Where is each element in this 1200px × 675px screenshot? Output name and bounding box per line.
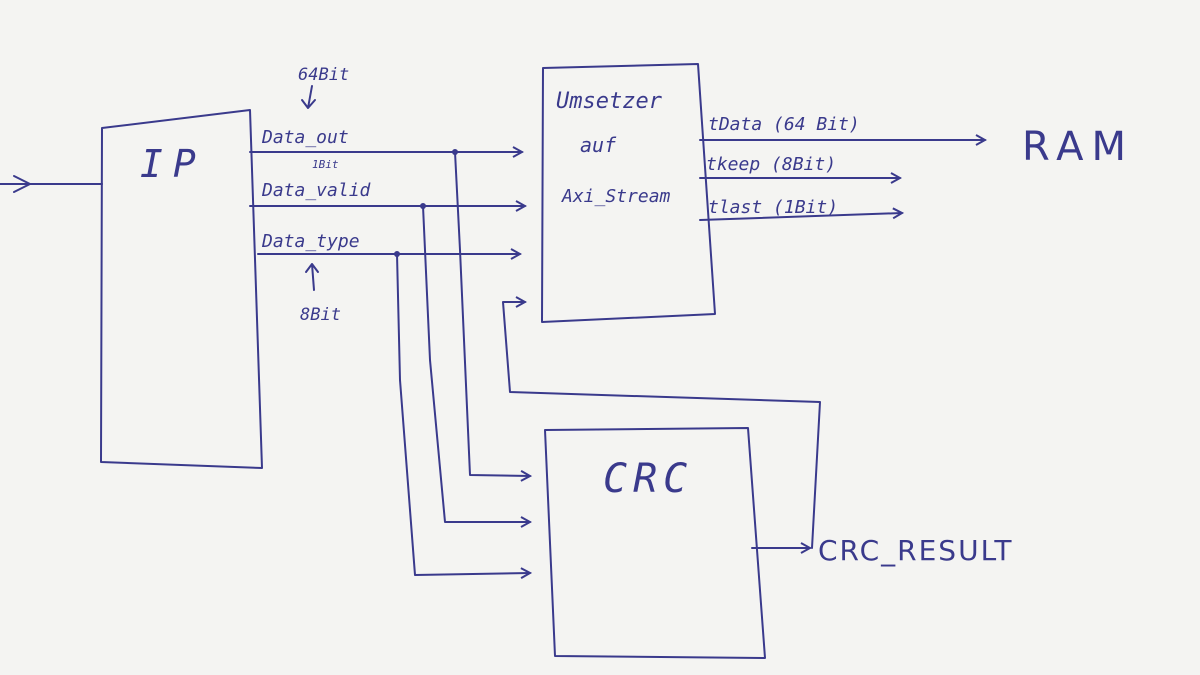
branch-data-type-to-crc xyxy=(396,253,530,575)
width-arrow-8 xyxy=(305,263,319,291)
ram-label: RAM xyxy=(1022,124,1134,170)
tlast-label: tlast (1Bit) xyxy=(708,197,838,218)
crc-block: CRC xyxy=(544,427,766,659)
converter-label-line3: Axi_Stream xyxy=(561,186,671,207)
converter-label-line1: Umsetzer xyxy=(556,89,663,114)
data-out-label: Data_out xyxy=(261,127,349,148)
crc-label: CRC xyxy=(603,456,693,502)
width-arrow-64 xyxy=(301,85,316,109)
crc-feedback-loop xyxy=(502,302,821,549)
branch-data-valid-to-crc xyxy=(422,205,530,522)
converter-block: Umsetzer auf Axi_Stream xyxy=(541,63,716,323)
data-valid-label: Data_valid xyxy=(261,180,372,201)
crc-result-label: CRC_RESULT xyxy=(818,534,1013,567)
tdata-label: tData (64 Bit) xyxy=(708,114,860,135)
tlast-line xyxy=(699,213,902,221)
tkeep-label: tkeep (8Bit) xyxy=(706,154,836,175)
data-type-width-label: 8Bit xyxy=(300,305,341,325)
converter-label-line2: auf xyxy=(580,133,617,157)
ip-block: IP xyxy=(100,109,263,469)
data-valid-width-label: 1Bit xyxy=(312,158,339,171)
ip-label: IP xyxy=(140,142,206,186)
data-out-width-label: 64Bit xyxy=(298,65,349,85)
data-type-label: Data_type xyxy=(261,231,360,252)
branch-data-out-to-crc xyxy=(454,151,530,476)
